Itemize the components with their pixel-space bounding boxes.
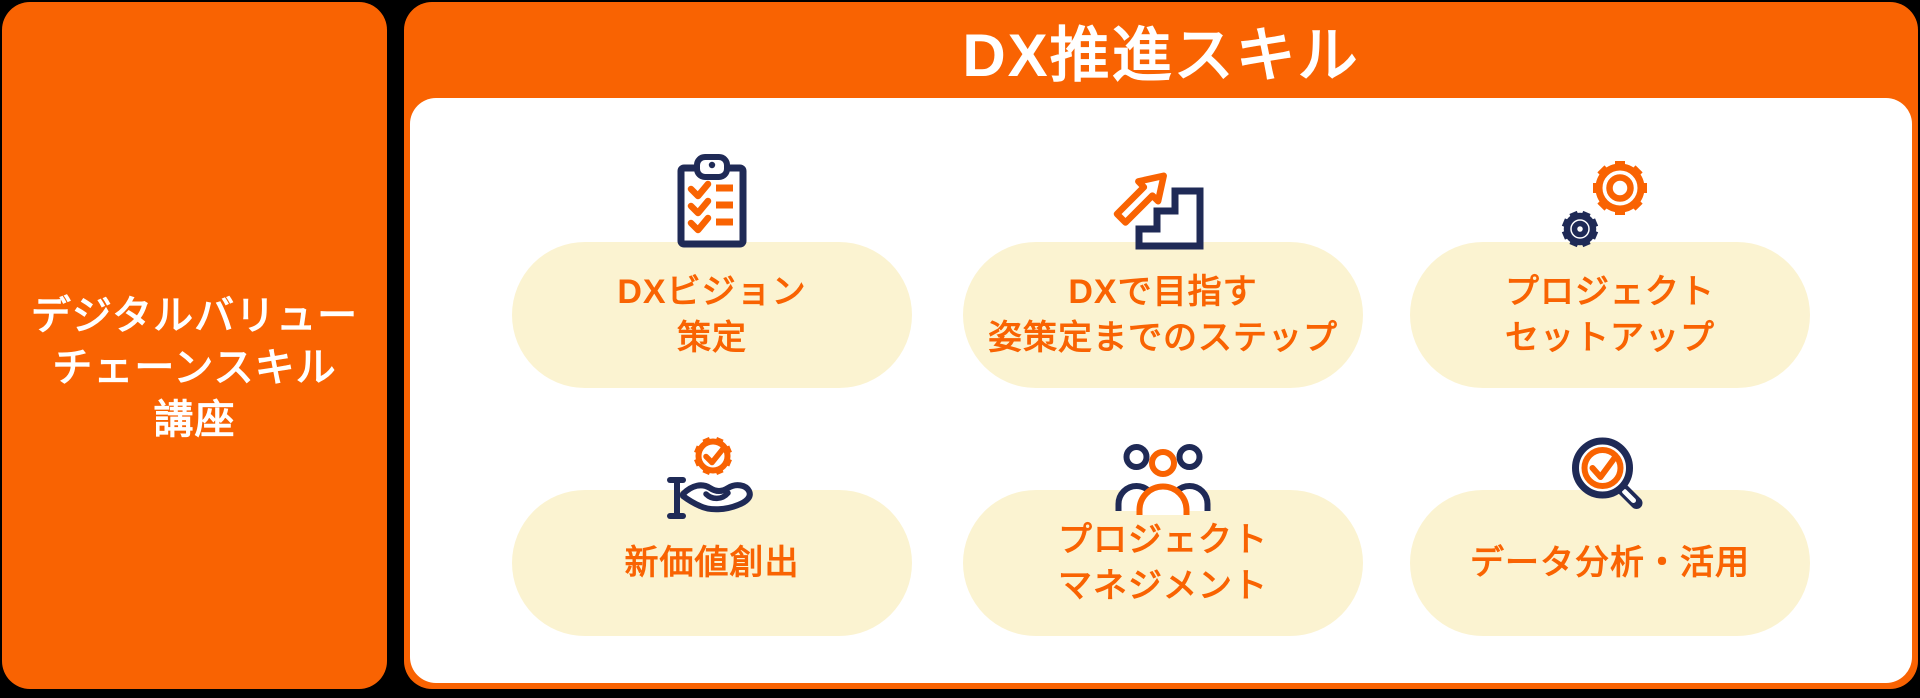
skill-card: プロジェクト セットアップ	[1410, 161, 1810, 388]
skill-pill: DXで目指す 姿策定までのステップ	[963, 242, 1363, 388]
course-sidebar: デジタルバリュー チェーンスキル 講座	[2, 2, 387, 689]
skill-pill: DXビジョン 策定	[512, 242, 912, 388]
stairs-up-arrow-icon	[1113, 172, 1204, 250]
skill-card: DXで目指す 姿策定までのステップ	[963, 172, 1363, 388]
skill-label-line: プロジェクト	[1505, 273, 1715, 311]
skill-label-line: データ分析・活用	[1470, 544, 1750, 582]
team-people-icon	[1115, 444, 1211, 515]
skill-label-line: セットアップ	[1505, 319, 1715, 357]
skill-card: DXビジョン 策定	[512, 154, 912, 388]
skill-pill: 新価値創出	[512, 490, 912, 636]
course-title: デジタルバリュー チェーンスキル 講座	[31, 290, 358, 446]
gears-icon	[1561, 161, 1647, 248]
skill-label-line: DXで目指す	[1068, 273, 1258, 311]
clipboard-checklist-icon	[677, 154, 747, 248]
skill-pill: データ分析・活用	[1410, 490, 1810, 636]
skill-label-line: 新価値創出	[624, 544, 800, 582]
magnifier-check-icon	[1572, 437, 1643, 509]
course-title-line: 講座	[153, 397, 236, 442]
skill-card: 新価値創出	[512, 437, 912, 636]
skill-card: プロジェクト マネジメント	[963, 444, 1363, 636]
skill-label-line: 策定	[677, 319, 747, 357]
skill-label-line: DXビジョン	[617, 273, 807, 311]
panel-title: DX推進スキル	[962, 21, 1360, 89]
dx-skills-panel: DX推進スキル	[404, 2, 1918, 689]
course-title-line: チェーンスキル	[52, 345, 337, 390]
skills-grid: DXビジョン 策定 DXで目指す 姿策定までのステップ	[410, 98, 1912, 683]
course-title-line: デジタルバリュー	[30, 293, 359, 338]
skill-label-line: マネジメント	[1058, 567, 1268, 605]
skill-label-line: プロジェクト	[1058, 521, 1268, 559]
skill-card: データ分析・活用	[1410, 437, 1810, 636]
skill-pill: プロジェクト セットアップ	[1410, 242, 1810, 388]
skill-label-line: 姿策定までのステップ	[988, 319, 1338, 357]
hand-gear-icon	[667, 437, 753, 519]
